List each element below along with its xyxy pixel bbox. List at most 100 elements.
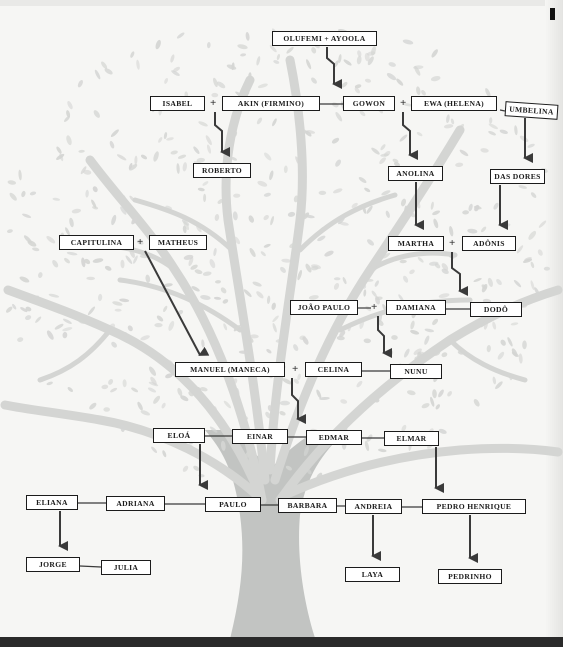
tree-leaf [202,271,212,276]
tree-leaf [272,322,277,333]
tree-leaf [474,204,480,212]
tree-leaf [382,252,391,259]
tree-leaf [252,281,262,287]
tree-leaf [499,129,508,135]
tree-leaf [264,152,272,161]
tree-leaf [129,195,135,202]
tree-leaf [441,352,448,358]
tree-leaf [211,345,221,353]
tree-leaf [248,215,255,223]
tree-leaf [257,180,268,187]
tree-leaf [347,323,352,332]
node-anolina: ANOLINA [388,166,443,181]
tree-leaf [163,283,173,287]
tree-leaf [467,228,478,234]
tree-leaf [170,150,178,155]
tree-leaf [263,243,271,248]
tree-leaf [432,210,441,216]
tree-leaf [217,199,224,204]
tree-leaf [343,59,352,66]
tree-leaf [48,293,60,298]
tree-leaf [263,215,269,221]
tree-leaf [108,378,114,385]
tree-leaf [480,148,489,153]
node-joao-paulo: JOÃO PAULO [290,300,358,315]
tree-leaf [421,89,426,96]
tree-leaf [201,339,205,348]
tree-leaf [364,78,372,83]
tree-leaf [140,410,151,416]
tree-leaf [129,248,135,258]
tree-leaf [362,278,374,282]
tree-leaf [7,180,17,185]
tree-leaf [410,320,415,330]
tree-leaf [114,308,122,312]
tree-leaf [242,85,250,95]
tree-leaf [318,190,327,195]
node-paulo: PAULO [205,497,261,512]
tree-leaf [543,266,550,271]
node-ewa: EWA (HELENA) [411,96,497,111]
tree-leaf [433,218,439,229]
tree-leaf [356,380,363,388]
tree-leaf [19,276,30,283]
tree-leaf [257,83,268,89]
tree-leaf [78,149,85,153]
tree-leaf [361,282,367,289]
tree-leaf [391,335,398,340]
tree-leaf [213,247,217,257]
tree-leaf [101,384,109,390]
tree-leaf [140,154,148,160]
tree-leaf [285,465,292,471]
tree-leaf [188,391,194,397]
tree-leaf [267,405,273,412]
tree-leaf [302,212,310,220]
tree-leaf [194,269,203,275]
tree-leaf [486,345,491,353]
tree-leaf [205,135,212,146]
tree-leaf [398,294,404,302]
tree-leaf [291,250,297,257]
tree-trunk [205,430,345,647]
tree-branch [221,75,270,485]
tree-leaf [243,289,252,298]
tree-leaf [356,55,362,65]
tree-leaf [196,225,202,233]
tree-leaf [187,443,196,452]
tree-leaf [435,404,441,410]
node-eloa: ELOÁ [153,428,205,443]
tree-leaf [21,190,26,198]
tree-leaf [165,205,173,210]
tree-leaf [76,317,85,324]
node-adriana: ADRIANA [106,496,165,511]
tree-leaf [84,258,91,265]
node-olufemi-ayoola: OLUFEMI + AYOOLA [272,31,377,46]
tree-leaf [65,227,70,236]
tree-leaf [363,338,371,344]
tree-leaf [265,411,271,419]
tree-leaf [256,56,261,66]
tree-leaf [316,472,323,480]
tree-leaf [394,161,400,167]
tree-branch [117,277,243,333]
tree-leaf [459,149,469,157]
tree-branch [297,192,398,253]
tree-leaf [279,411,286,416]
tree-leaf [67,100,73,110]
tree-leaf [417,352,423,360]
node-capitulina: CAPITULINA [59,235,134,250]
tree-leaf [32,247,40,252]
tree-leaf [462,210,469,215]
arrow-ewa-to-anolina [402,112,418,160]
tree-leaf [20,307,28,313]
arrow-damiana-to-nunu [377,316,392,358]
tree-leaf [83,169,92,175]
tree-leaf [399,259,407,264]
tree-leaf [406,390,416,396]
plus-capitulina-matheus: + [137,236,144,248]
tree-leaf [198,121,208,127]
node-jorge: JORGE [26,557,80,572]
tree-leaf [530,280,535,291]
tree-leaf [455,162,464,168]
tree-leaf [256,117,263,125]
